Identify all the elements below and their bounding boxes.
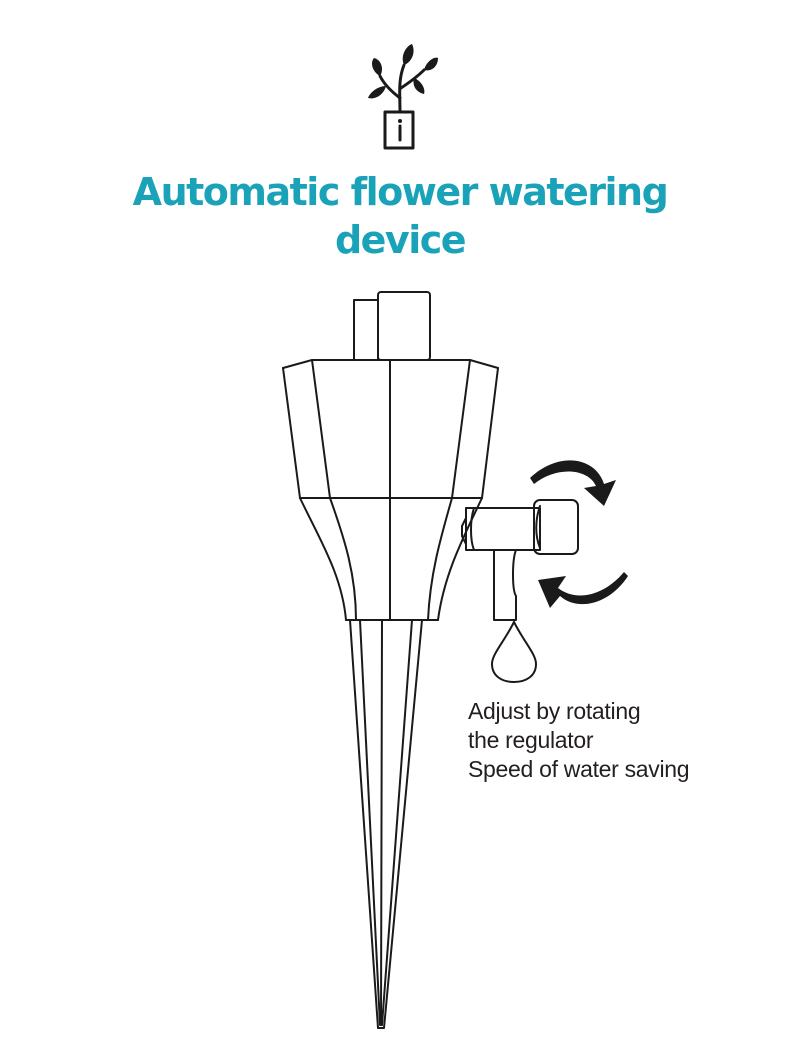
- branch-left: [378, 74, 402, 100]
- adjust-caption: Adjust by rotating the regulator Speed o…: [468, 697, 690, 784]
- page-title: Automatic flower watering device: [0, 168, 800, 264]
- leaf-top: [402, 44, 414, 65]
- funnel-lower: [299, 497, 483, 621]
- rotate-arrows-icon: [530, 460, 628, 608]
- caption-line-3: Speed of water saving: [468, 756, 690, 782]
- arrow-top: [530, 460, 616, 506]
- watering-device-diagram: [282, 291, 628, 1029]
- title-line-1: Automatic flower watering: [132, 170, 669, 214]
- caption-line-2: the regulator: [468, 727, 594, 753]
- leaf-left-low: [368, 86, 386, 99]
- pot-dot: [398, 119, 402, 123]
- arrow-bottom: [538, 572, 628, 608]
- leaf-right-top: [424, 57, 438, 71]
- spike: [349, 619, 423, 1029]
- water-drop-icon: [490, 619, 538, 684]
- leaf-left-top: [372, 58, 382, 76]
- caption-line-1: Adjust by rotating: [468, 698, 641, 724]
- bottle-cap: [353, 291, 431, 361]
- sprout-pot-icon: [368, 44, 438, 150]
- regulator-valve: [461, 499, 579, 621]
- branch-right: [399, 68, 426, 90]
- funnel-upper: [282, 359, 499, 499]
- title-line-2: device: [334, 218, 467, 262]
- leaf-right-low: [413, 78, 425, 94]
